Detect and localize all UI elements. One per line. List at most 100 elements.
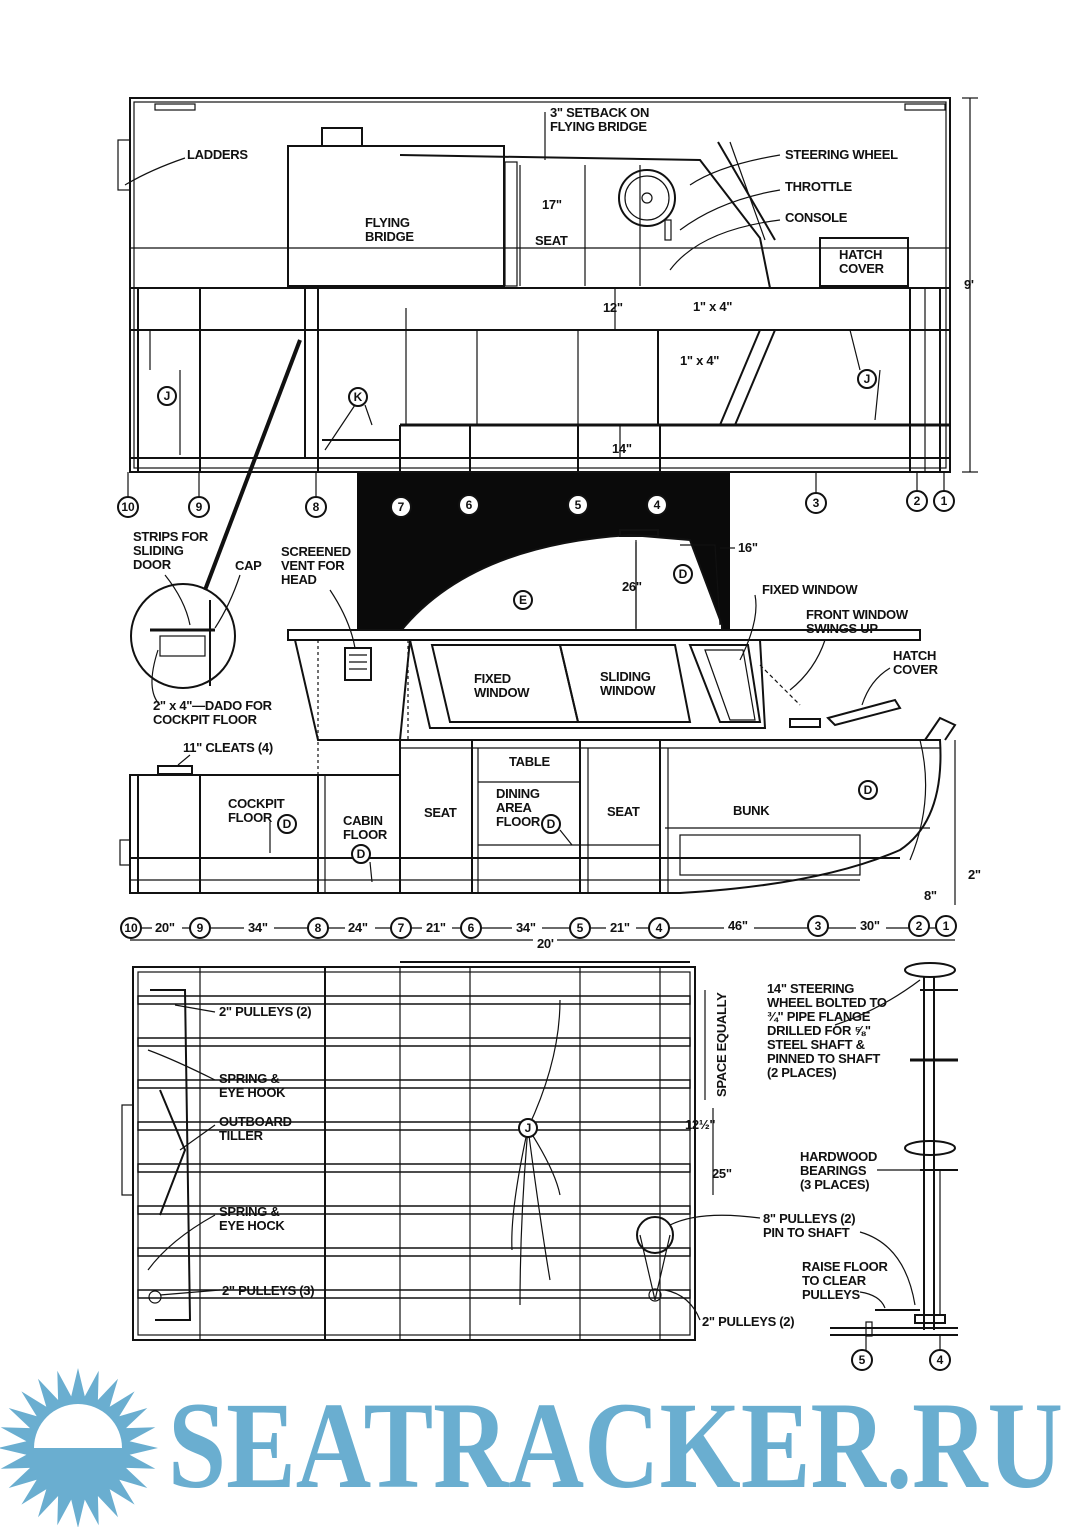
floor-plan-frame — [121, 961, 696, 1341]
watermark-logo: SEATRACKER.RU — [0, 1368, 1063, 1527]
station-marker: 2 — [916, 919, 923, 933]
station-marker: 8 — [315, 921, 322, 935]
side-callouts: E D D D D D — [277, 564, 878, 864]
label-tiller: TILLER — [219, 1128, 264, 1143]
floor-cross-bar — [137, 1121, 691, 1131]
top-callouts: J J K — [157, 369, 877, 407]
label-setback: 3" SETBACK ON — [550, 105, 649, 120]
top-station-markers: 10 9 8 7 6 5 4 3 2 1 — [117, 472, 955, 518]
dim-overall-length: 20' — [537, 936, 554, 951]
steering-labels: 14" STEERING WHEEL BOLTED TO ¾" PIPE FLA… — [763, 981, 889, 1302]
label-spring-hook: EYE HOCK — [219, 1218, 285, 1233]
plan-labels: 2" PULLEYS (2) SPRING & EYE HOOK OUTBOAR… — [219, 992, 795, 1329]
floor-cross-bar — [137, 1079, 691, 1089]
callout-d: D — [679, 567, 688, 581]
label-8in-pulleys: 8" PULLEYS (2) — [763, 1211, 855, 1226]
label-wheel-note: ¾" PIPE FLANGE — [767, 1009, 871, 1024]
floor-cross-bar — [137, 995, 691, 1005]
dim-spacing: 20" — [155, 920, 175, 935]
station-marker: 3 — [813, 496, 820, 510]
label-pulleys: 2" PULLEYS (2) — [219, 1004, 311, 1019]
dim-8: 8" — [924, 888, 937, 903]
label-pulleys: 2" PULLEYS (2) — [702, 1314, 794, 1329]
label-cap: CAP — [235, 558, 262, 573]
label-wheel-note: DRILLED FOR ⅝" — [767, 1023, 871, 1038]
label-spring-hook: SPRING & — [219, 1204, 279, 1219]
label-dining: AREA — [496, 800, 533, 815]
dim-spacing: 24" — [348, 920, 368, 935]
label-wheel-note: PINNED TO SHAFT — [767, 1051, 880, 1066]
watermark-text: SEATRACKER.RU — [168, 1377, 1063, 1514]
station-marker: 7 — [398, 921, 405, 935]
label-hatch-cover: HATCH — [893, 648, 936, 663]
label-sliding-window: SLIDING — [600, 669, 651, 684]
label-strips: DOOR — [133, 557, 172, 572]
dim-spacing: 30" — [860, 918, 880, 933]
dim-25: 25" — [712, 1166, 732, 1181]
label-seat: SEAT — [535, 233, 568, 248]
label-cleats: 11" CLEATS (4) — [183, 740, 273, 755]
label-raise-floor: RAISE FLOOR — [802, 1259, 888, 1274]
steering-wheel-top — [618, 169, 676, 241]
label-dado: 2" x 4"—DADO FOR — [153, 698, 273, 713]
dim-spacing: 21" — [610, 920, 630, 935]
label-strips: STRIPS FOR — [133, 529, 209, 544]
label-vent: HEAD — [281, 572, 317, 587]
dim-12: 12" — [603, 300, 623, 315]
label-bearings: HARDWOOD — [800, 1149, 877, 1164]
label-steering-wheel: STEERING WHEEL — [785, 147, 898, 162]
label-setback: FLYING BRIDGE — [550, 119, 647, 134]
callout-j: J — [864, 372, 871, 386]
label-bunk: BUNK — [733, 803, 770, 818]
label-wheel-note: STEEL SHAFT & — [767, 1037, 865, 1052]
label-flying-bridge: FLYING — [365, 215, 410, 230]
dim-17: 17" — [542, 197, 562, 212]
label-hatch-cover: COVER — [893, 662, 939, 677]
side-labels: STRIPS FOR SLIDING DOOR CAP SCREENED VEN… — [133, 529, 981, 903]
label-lumber: 1" x 4" — [680, 353, 719, 368]
label-bearings: (3 PLACES) — [800, 1177, 869, 1192]
station-marker: 7 — [398, 500, 405, 514]
callout-e: E — [519, 593, 527, 607]
dim-spacing: 34" — [516, 920, 536, 935]
callout-k: K — [354, 390, 363, 404]
dim-14: 14" — [612, 441, 632, 456]
label-spring-hook: EYE HOOK — [219, 1085, 286, 1100]
station-marker: 9 — [196, 500, 203, 514]
plan-leader-lines — [147, 990, 761, 1321]
label-sliding-window: WINDOW — [600, 683, 656, 698]
callout-d: D — [357, 847, 366, 861]
label-wheel-note: 14" STEERING — [767, 981, 854, 996]
label-vent: SCREENED — [281, 544, 351, 559]
station-marker: 3 — [815, 919, 822, 933]
label-lumber: 1" x 4" — [693, 299, 732, 314]
dim-9ft: 9' — [964, 277, 974, 292]
station-marker: 4 — [656, 921, 663, 935]
label-cockpit-floor: COCKPIT — [228, 796, 285, 811]
label-front-window: FRONT WINDOW — [806, 607, 909, 622]
dim-26: 26" — [622, 579, 642, 594]
label-dining: DINING — [496, 786, 540, 801]
dim-2: 2" — [968, 867, 981, 882]
label-8in-pulleys: PIN TO SHAFT — [763, 1225, 850, 1240]
station-marker: 10 — [124, 921, 138, 935]
sun-logo-icon — [0, 1368, 158, 1527]
label-bearings: BEARINGS — [800, 1163, 867, 1178]
station-marker: 1 — [941, 494, 948, 508]
label-space-equally: SPACE EQUALLY — [714, 992, 729, 1097]
floor-cross-bar — [137, 1163, 691, 1173]
sun-upper-half-icon — [34, 1404, 122, 1448]
label-seat: SEAT — [424, 805, 457, 820]
label-fixed-window-right: FIXED WINDOW — [762, 582, 858, 597]
station-marker: 8 — [313, 500, 320, 514]
callout-d: D — [283, 817, 292, 831]
hull-structure — [119, 716, 957, 905]
dim-spacing: 34" — [248, 920, 268, 935]
station-marker: 5 — [577, 921, 584, 935]
steering-column-detail: 5 4 — [830, 962, 958, 1371]
label-seat: SEAT — [607, 804, 640, 819]
station-marker: 5 — [859, 1353, 866, 1367]
label-cockpit-floor: FLOOR — [228, 810, 273, 825]
